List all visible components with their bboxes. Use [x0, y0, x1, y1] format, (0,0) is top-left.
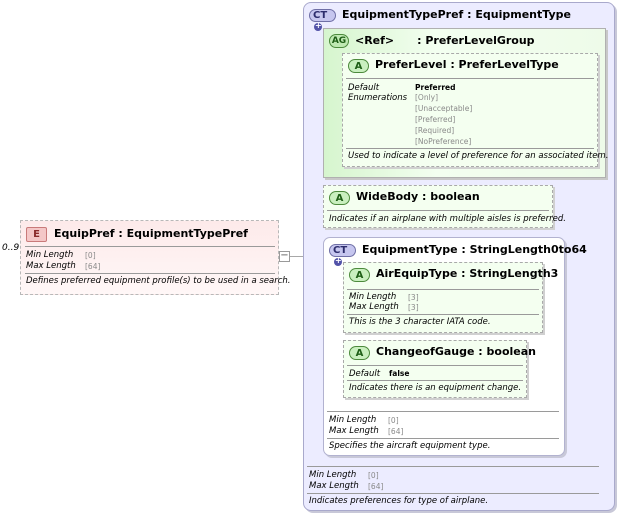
wide-body-attribute[interactable]: A WideBody : boolean Indicates if an air… [323, 185, 566, 228]
attribute-group-title: <Ref> : PreferLevelGroup [355, 34, 535, 47]
prop-label: Max Length [349, 302, 399, 312]
attribute-description: This is the 3 character IATA code. [349, 317, 491, 327]
enumeration-value: [Unacceptable] [415, 104, 473, 113]
prop-value: [64] [368, 482, 384, 491]
complex-type-title: EquipmentTypePref : EquipmentType [342, 8, 571, 21]
enumeration-value: [NoPreference] [415, 137, 472, 146]
ct-badge-text: CT [333, 245, 348, 256]
occurrence-label: 0..9 [2, 243, 20, 253]
prop-value: [3] [408, 303, 419, 312]
gear-icon [314, 20, 322, 32]
air-equip-type-attribute[interactable]: A AirEquipType : StringLength3 Min Lengt… [343, 262, 558, 333]
attribute-description: Used to indicate a level of preference f… [348, 151, 609, 161]
attribute-title: PreferLevel : PreferLevelType [375, 58, 559, 71]
element-title: EquipPref : EquipmentTypePref [54, 227, 248, 240]
prop-value: [0] [388, 416, 399, 425]
complex-type-title: EquipmentType : StringLength0to64 [362, 243, 587, 256]
divider [347, 314, 539, 315]
default-value: Preferred [415, 83, 456, 92]
complex-type-badge: CT [329, 244, 356, 267]
change-of-gauge-attribute[interactable]: A ChangeofGauge : boolean Default false … [343, 340, 536, 398]
prop-value: [64] [388, 427, 404, 436]
divider [347, 380, 523, 381]
prop-label: Default [349, 369, 381, 379]
prop-label: Default [348, 83, 380, 93]
enumeration-value: [Only] [415, 93, 439, 102]
divider [346, 78, 594, 79]
divider [347, 289, 539, 290]
divider [25, 273, 275, 274]
default-value: false [389, 369, 410, 378]
divider [347, 365, 523, 366]
gear-icon [334, 255, 342, 267]
divider [25, 246, 275, 247]
prop-value: [64] [85, 262, 101, 271]
prop-value: [0] [85, 251, 96, 260]
attribute-title: AirEquipType : StringLength3 [376, 267, 559, 280]
prefer-level-attribute[interactable]: A PreferLevel : PreferLevelType Default … [342, 53, 608, 167]
element-description: Defines preferred equipment profile(s) t… [26, 276, 291, 286]
prop-label: Max Length [26, 261, 76, 271]
prop-label: Enumerations [348, 93, 408, 103]
prop-label: Min Length [309, 470, 357, 480]
enumeration-value: [Required] [415, 126, 455, 135]
divider [327, 411, 559, 412]
complex-type-badge: CT [309, 9, 336, 32]
attribute-group-badge: AG [329, 34, 349, 48]
attribute-title: WideBody : boolean [356, 190, 480, 203]
attribute-badge: A [349, 268, 370, 282]
attribute-description: Indicates there is an equipment change. [349, 383, 522, 393]
divider [307, 493, 599, 494]
divider [327, 438, 559, 439]
divider [327, 210, 549, 211]
attribute-badge: A [329, 191, 350, 205]
attribute-badge: A [349, 346, 370, 360]
complex-type-description: Indicates preferences for type of airpla… [309, 496, 489, 506]
connector-line [290, 256, 304, 257]
attribute-title: ChangeofGauge : boolean [376, 345, 536, 358]
enumeration-value: [Preferred] [415, 115, 456, 124]
prop-value: [3] [408, 293, 419, 302]
complex-type-description: Specifies the aircraft equipment type. [329, 441, 491, 451]
prop-label: Min Length [349, 292, 397, 302]
prop-value: [0] [368, 471, 379, 480]
equip-pref-element[interactable]: E EquipPref : EquipmentTypePref Min Leng… [20, 220, 291, 295]
prop-label: Max Length [329, 426, 379, 436]
ct-badge-text: CT [313, 10, 328, 21]
prop-label: Min Length [26, 250, 74, 260]
divider [307, 466, 599, 467]
divider [346, 148, 594, 149]
prop-label: Min Length [329, 415, 377, 425]
collapse-toggle-icon[interactable]: − [279, 250, 290, 262]
attribute-description: Indicates if an airplane with multiple a… [329, 214, 566, 224]
attribute-badge: A [348, 59, 369, 73]
prop-label: Max Length [309, 481, 359, 491]
element-badge: E [26, 227, 47, 242]
